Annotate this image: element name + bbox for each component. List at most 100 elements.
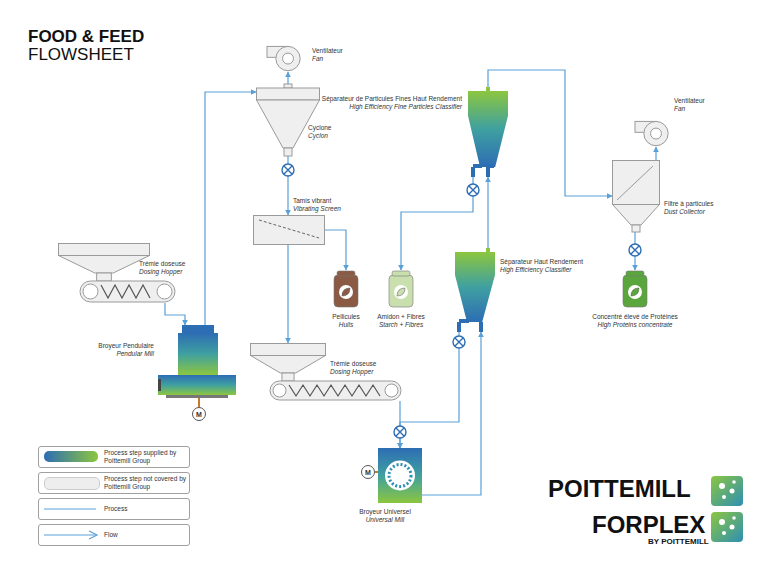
english-name: Fan xyxy=(312,55,343,63)
motor-label: M xyxy=(365,469,371,476)
equipment-node: Broyeur PendulairePendular Mill xyxy=(158,325,236,403)
english-name: High Efficiency Fine Particles Classifie… xyxy=(322,103,462,111)
english-name: High Efficiency Classifier xyxy=(500,266,583,274)
equipment-node: Amidon + FibresStarch + Fibres xyxy=(388,270,414,308)
english-name: Dosing Hopper xyxy=(139,268,185,276)
equipment-symbol xyxy=(622,270,648,308)
equipment-symbol xyxy=(378,448,422,503)
equipment-node: VentilateurFan xyxy=(266,40,310,72)
equipment-label: Broyeur PendulairePendular Mill xyxy=(98,342,154,358)
equipment-label: VentilateurFan xyxy=(312,47,343,63)
logo-wordmark: POITTEMILL xyxy=(548,477,691,501)
french-name: Tamis vibrant xyxy=(293,197,341,205)
legend-text-content: Process xyxy=(104,505,127,513)
french-name: Cyclone xyxy=(308,124,331,132)
english-name: Fan xyxy=(674,105,705,113)
legend-text-content: Flow xyxy=(104,531,118,539)
flow-line xyxy=(487,177,488,248)
equipment-symbol xyxy=(388,270,414,308)
french-name: Filtre à particules xyxy=(664,200,714,208)
english-name: Dust Collector xyxy=(664,208,714,216)
equipment-symbol xyxy=(158,325,236,403)
equipment-node: Broyeur UniverselUniversal Mill xyxy=(378,448,422,503)
equipment-symbol xyxy=(612,160,660,232)
equipment-label: Trémie doseuseDosing Hopper xyxy=(330,360,376,376)
legend-line-sample xyxy=(42,499,100,519)
english-name: High Proteins concentrate xyxy=(592,321,678,329)
flow-line xyxy=(422,332,481,495)
motor-symbol xyxy=(193,403,379,479)
equipment-symbol xyxy=(250,343,402,401)
equipment-node: Tamis vibrantVibrating Screen xyxy=(253,215,325,245)
equipment-label: Séparateur de Particules Fines Haut Rend… xyxy=(322,95,462,111)
equipment-label: VentilateurFan xyxy=(674,97,705,113)
equipment-label: Tamis vibrantVibrating Screen xyxy=(293,197,341,213)
french-name: Broyeur Pendulaire xyxy=(98,342,154,350)
equipment-symbol xyxy=(256,84,320,156)
equipment-symbol xyxy=(253,215,325,245)
french-name: Séparateur Haut Rendement xyxy=(500,258,583,266)
english-name: Huils xyxy=(332,321,359,329)
legend-arrow-sample xyxy=(42,525,100,545)
legend-text: Process xyxy=(104,499,186,519)
french-name: Ventilateur xyxy=(312,47,343,55)
french-name: Amidon + Fibres xyxy=(377,313,425,321)
french-name: Séparateur de Particules Fines Haut Rend… xyxy=(322,95,462,103)
equipment-label: Amidon + FibresStarch + Fibres xyxy=(377,313,425,329)
legend-text: Flow xyxy=(104,525,186,545)
equipment-symbol xyxy=(266,40,310,72)
equipment-label: CycloneCyclon xyxy=(308,124,331,140)
french-name: Ventilateur xyxy=(674,97,705,105)
english-name: Starch + Fibres xyxy=(377,321,425,329)
english-name: Universal Mill xyxy=(359,516,411,524)
legend-text-content: Process step supplied by Poittemill Grou… xyxy=(104,449,186,465)
motor-label: M xyxy=(196,411,202,418)
flow-line xyxy=(287,72,288,84)
equipment-node: Filtre à particulesDust Collector xyxy=(612,160,660,232)
flow-line xyxy=(400,332,459,448)
logo-wordmark: FORPLEX xyxy=(592,513,705,537)
equipment-label: Séparateur Haut RendementHigh Efficiency… xyxy=(500,258,583,274)
flow-line xyxy=(205,92,256,325)
subtitle: FLOWSHEET xyxy=(28,46,134,63)
flow-line xyxy=(165,303,185,325)
english-name: Vibrating Screen xyxy=(293,205,341,213)
flow-line xyxy=(287,245,288,343)
equipment-label: Broyeur UniverselUniversal Mill xyxy=(359,508,411,524)
legend-text: Process step supplied by Poittemill Grou… xyxy=(104,447,186,467)
equipment-label: PelliculesHuils xyxy=(332,313,359,329)
english-name: Dosing Hopper xyxy=(330,368,376,376)
equipment-symbol xyxy=(455,248,495,332)
equipment-label: Concentré élevé de ProtéinesHigh Protein… xyxy=(592,313,678,329)
equipment-label: Filtre à particulesDust Collector xyxy=(664,200,714,216)
flow-line xyxy=(325,230,346,270)
french-name: Trémie doseuse xyxy=(139,260,185,268)
equipment-node: Séparateur de Particules Fines Haut Rend… xyxy=(468,87,508,177)
equipment-symbol xyxy=(468,87,508,177)
english-name: Cyclon xyxy=(308,132,331,140)
equipment-label: Trémie doseuseDosing Hopper xyxy=(139,260,185,276)
flow-line xyxy=(655,147,656,160)
french-name: Concentré élevé de Protéines xyxy=(592,313,678,321)
logo-tagline: BY POITTEMILL xyxy=(648,538,709,546)
equipment-node: VentilateurFan xyxy=(634,115,678,147)
equipment-node: Concentré élevé de ProtéinesHigh Protein… xyxy=(622,270,648,308)
equipment-node: Trémie doseuseDosing Hopper xyxy=(58,243,176,303)
flow-line xyxy=(488,70,612,196)
legend-swatch xyxy=(44,477,100,490)
french-name: Pellicules xyxy=(332,313,359,321)
equipment-node: Séparateur Haut RendementHigh Efficiency… xyxy=(455,248,495,332)
diagram-title: FOOD & FEED xyxy=(28,27,144,47)
french-name: Trémie doseuse xyxy=(330,360,376,368)
equipment-node: Trémie doseuseDosing Hopper xyxy=(250,343,402,401)
equipment-node: PelliculesHuils xyxy=(333,270,359,308)
equipment-node: CycloneCyclon xyxy=(256,84,320,156)
english-name: Pendular Mill xyxy=(98,350,154,358)
legend-text: Process step not covered by Poittemill G… xyxy=(104,473,186,493)
legend-swatch xyxy=(44,451,98,462)
logo-icon xyxy=(711,476,743,542)
french-name: Broyeur Universel xyxy=(359,508,411,516)
equipment-symbol xyxy=(634,115,678,147)
equipment-symbol xyxy=(333,270,359,308)
